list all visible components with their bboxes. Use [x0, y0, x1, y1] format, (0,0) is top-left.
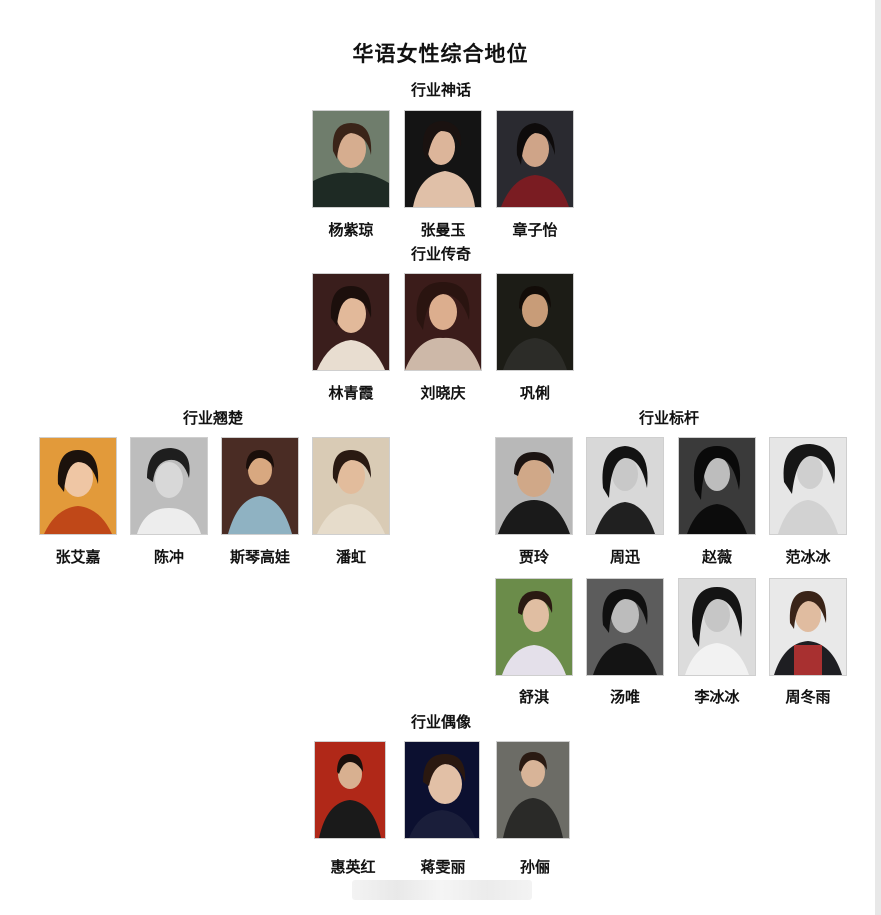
portrait-photo [678, 437, 756, 535]
portrait-card: 周迅 [586, 437, 664, 566]
person-name: 汤唯 [609, 688, 640, 706]
person-name: 章子怡 [512, 221, 558, 239]
person-name: 赵薇 [701, 548, 732, 566]
section-label-legend: 行业传奇 [410, 245, 471, 263]
portrait-card: 周冬雨 [769, 578, 847, 706]
person-name: 惠英红 [330, 858, 376, 876]
person-name: 范冰冰 [785, 548, 831, 566]
person-name: 陈冲 [153, 548, 184, 566]
person-name: 孙俪 [519, 858, 550, 876]
person-name: 张艾嘉 [55, 548, 101, 566]
portrait-card: 陈冲 [130, 437, 208, 566]
portrait-card: 刘晓庆 [404, 273, 482, 402]
portrait-card: 张曼玉 [404, 110, 482, 239]
section-label-myth: 行业神话 [410, 81, 471, 99]
portrait-photo [586, 578, 664, 676]
page-edge [875, 0, 881, 915]
portrait-card: 孙俪 [496, 741, 574, 876]
watermark [352, 880, 532, 900]
portrait-card: 巩俐 [496, 273, 574, 402]
portrait-card: 章子怡 [496, 110, 574, 239]
person-name: 周迅 [609, 548, 640, 566]
portrait-photo [312, 437, 390, 535]
portrait-photo [496, 741, 570, 839]
portrait-card: 蒋雯丽 [404, 741, 482, 876]
person-name: 蒋雯丽 [420, 858, 466, 876]
portrait-card: 斯琴高娃 [221, 437, 299, 566]
person-name: 潘虹 [335, 548, 366, 566]
portrait-photo [678, 578, 756, 676]
portrait-photo [495, 578, 573, 676]
portrait-photo [404, 110, 482, 208]
portrait-card: 汤唯 [586, 578, 664, 706]
person-name: 李冰冰 [694, 688, 740, 706]
portrait-photo [312, 273, 390, 371]
portrait-card: 赵薇 [678, 437, 756, 566]
page-title: 华语女性综合地位 [352, 42, 529, 66]
person-name: 巩俐 [519, 384, 550, 402]
person-name: 周冬雨 [785, 688, 831, 706]
portrait-photo [404, 273, 482, 371]
portrait-photo [39, 437, 117, 535]
portrait-photo [586, 437, 664, 535]
portrait-photo [495, 437, 573, 535]
section-label-elite: 行业翘楚 [182, 409, 243, 427]
person-name: 杨紫琼 [328, 221, 374, 239]
portrait-photo [496, 273, 574, 371]
portrait-photo [130, 437, 208, 535]
person-name: 林青霞 [328, 384, 374, 402]
portrait-photo [314, 741, 386, 839]
section-label-benchmark: 行业标杆 [638, 409, 699, 427]
person-name: 斯琴高娃 [229, 548, 290, 566]
person-name: 舒淇 [518, 688, 549, 706]
portrait-photo [312, 110, 390, 208]
portrait-card: 舒淇 [495, 578, 573, 706]
portrait-card: 杨紫琼 [312, 110, 390, 239]
person-name: 贾玲 [518, 548, 549, 566]
portrait-photo [496, 110, 574, 208]
person-name: 刘晓庆 [420, 384, 466, 402]
portrait-photo [221, 437, 299, 535]
portrait-card: 林青霞 [312, 273, 390, 402]
portrait-card: 惠英红 [314, 741, 392, 876]
portrait-photo [404, 741, 480, 839]
portrait-card: 贾玲 [495, 437, 573, 566]
portrait-card: 张艾嘉 [39, 437, 117, 566]
portrait-card: 范冰冰 [769, 437, 847, 566]
portrait-card: 潘虹 [312, 437, 390, 566]
portrait-card: 李冰冰 [678, 578, 756, 706]
person-name: 张曼玉 [420, 221, 466, 239]
portrait-photo [769, 437, 847, 535]
section-label-idol: 行业偶像 [410, 713, 471, 731]
portrait-photo [769, 578, 847, 676]
